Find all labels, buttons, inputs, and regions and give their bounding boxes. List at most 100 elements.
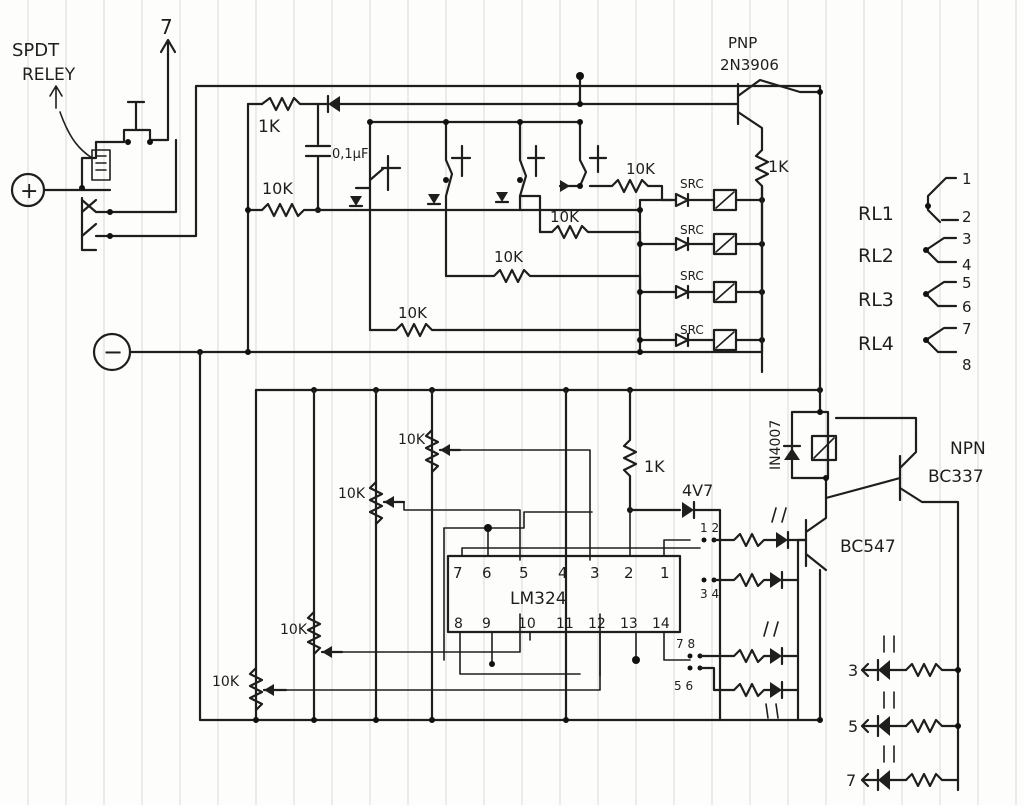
svg-text:5: 5 xyxy=(848,717,858,736)
rl3-label: RL3 xyxy=(858,289,894,311)
selector-56: 5 6 xyxy=(674,665,800,719)
potentiometer-1: 10K xyxy=(398,428,462,474)
svg-text:7: 7 xyxy=(846,771,856,790)
rl2-label: RL2 xyxy=(858,245,894,267)
svg-text:4: 4 xyxy=(962,256,972,274)
comparator-section: 10K 10K 10K 10K LM324 7 6 5 4 xyxy=(212,370,986,792)
output-led-5: 5 xyxy=(848,691,961,738)
potentiometer-3: 10K xyxy=(280,610,344,658)
potentiometer-2: 10K xyxy=(338,480,406,526)
ic-pins-top: 7 6 5 4 3 2 1 xyxy=(453,564,670,582)
ic-label: LM324 xyxy=(510,589,567,609)
svg-text:1: 1 xyxy=(962,170,972,188)
main-relay-coil xyxy=(810,434,838,462)
svg-text:10: 10 xyxy=(518,616,536,632)
src-row-3: SRC xyxy=(658,269,764,304)
svg-text:2: 2 xyxy=(962,208,972,226)
zener-diode xyxy=(682,502,694,518)
output-7-label: 7 xyxy=(160,15,173,39)
capacitor-label: 0,1μF xyxy=(332,147,368,162)
pnp-label: PNP xyxy=(728,34,757,52)
svg-text:8: 8 xyxy=(454,616,463,632)
svg-text:SRC: SRC xyxy=(680,323,704,337)
plus-label: + xyxy=(20,179,38,204)
svg-text:10K: 10K xyxy=(398,432,426,448)
rl1-label: RL1 xyxy=(858,203,894,225)
src-row-4: SRC xyxy=(658,323,764,352)
resistor-1k-top xyxy=(260,96,318,112)
spdt-relay-section: SPDT RELEY 7 + xyxy=(10,15,822,374)
negative-terminal xyxy=(92,332,132,372)
selector-34: 3 4 xyxy=(700,570,800,601)
zener-label: 4V7 xyxy=(682,481,713,500)
svg-text:2: 2 xyxy=(624,564,634,582)
relay-legend: RL1 1 2 RL2 3 4 RL3 5 6 RL4 7 8 xyxy=(858,170,972,374)
svg-text:14: 14 xyxy=(652,616,670,632)
selector-12: 1 2 xyxy=(700,507,808,550)
push-button-4 xyxy=(558,144,608,188)
svg-text:5 6: 5 6 xyxy=(674,679,693,693)
in4007-label: IN4007 xyxy=(768,420,784,470)
resistor-10k-row3-label: 10K xyxy=(494,248,524,266)
rl4-label: RL4 xyxy=(858,333,894,355)
resistor-10k-row2-label: 10K xyxy=(550,208,580,226)
minus-label: − xyxy=(103,338,123,366)
svg-text:4: 4 xyxy=(558,564,568,582)
resistor-1k-pnp-label: 1K xyxy=(768,157,789,176)
svg-text:10K: 10K xyxy=(280,622,308,638)
svg-text:7: 7 xyxy=(453,564,463,582)
svg-text:10K: 10K xyxy=(212,674,240,690)
svg-text:11: 11 xyxy=(556,616,574,632)
svg-text:6: 6 xyxy=(962,298,972,316)
output-led-3: 3 xyxy=(848,635,961,682)
src-row-2: SRC xyxy=(658,223,764,256)
npn-model-label: BC337 xyxy=(928,467,984,487)
resistor-1k-label: 1K xyxy=(258,117,281,137)
negative-terminal-group: − xyxy=(92,332,822,722)
spdt-label: SPDT xyxy=(12,40,60,61)
svg-text:SRC: SRC xyxy=(680,177,704,191)
bc547-transistor xyxy=(804,476,828,572)
potentiometer-4: 10K xyxy=(212,666,288,712)
pnp-transistor xyxy=(728,78,822,152)
svg-text:SRC: SRC xyxy=(680,223,704,237)
relay-pointer-arrow xyxy=(49,85,63,109)
svg-text:3: 3 xyxy=(962,230,972,248)
push-button-2 xyxy=(444,144,472,278)
push-button-3 xyxy=(518,144,546,212)
svg-text:12: 12 xyxy=(588,616,606,632)
diode-top xyxy=(328,96,340,112)
svg-text:13: 13 xyxy=(620,616,638,632)
button-relay-section: 1K PNP 2N3906 1K 0,1μF 10K xyxy=(128,34,823,374)
svg-text:10K: 10K xyxy=(338,486,366,502)
lm324-ic xyxy=(446,554,682,634)
pnp-model-label: 2N3906 xyxy=(720,56,779,74)
button-diode-1 xyxy=(350,196,362,206)
resistor-10k-label: 10K xyxy=(262,179,293,198)
relay-coil xyxy=(91,149,111,181)
svg-text:3 4: 3 4 xyxy=(700,587,719,601)
svg-text:9: 9 xyxy=(482,616,491,632)
ic-pins-bottom: 8 9 10 11 12 13 14 xyxy=(454,616,670,632)
svg-text:5: 5 xyxy=(962,274,972,292)
svg-text:5: 5 xyxy=(519,564,529,582)
svg-text:8: 8 xyxy=(962,356,972,374)
svg-text:SRC: SRC xyxy=(680,269,704,283)
svg-text:7 8: 7 8 xyxy=(676,637,695,651)
svg-text:7: 7 xyxy=(962,320,972,338)
relay-label: RELEY xyxy=(22,65,76,85)
push-button-1 xyxy=(368,154,402,332)
svg-text:1 2: 1 2 xyxy=(700,521,719,535)
output-led-7: 7 xyxy=(846,745,960,792)
npn-transistor xyxy=(898,438,960,792)
npn-label: NPN xyxy=(950,439,986,459)
resistor-1k-ic-label: 1K xyxy=(644,457,665,476)
src-row-1: SRC xyxy=(658,177,764,212)
resistor-10k-top-label: 10K xyxy=(626,160,656,178)
svg-text:3: 3 xyxy=(590,564,600,582)
svg-text:6: 6 xyxy=(482,564,492,582)
selector-78: 7 8 xyxy=(676,621,800,666)
output-arrow-icon xyxy=(159,38,177,54)
